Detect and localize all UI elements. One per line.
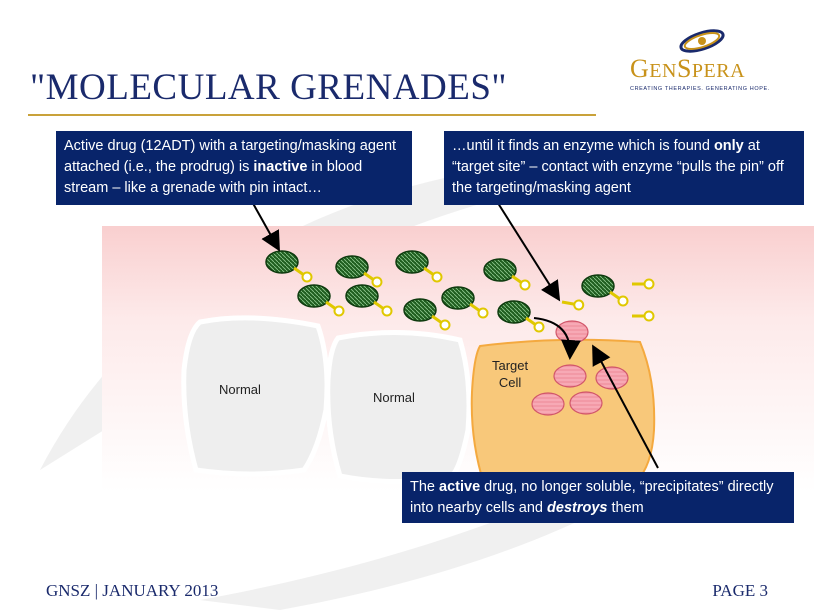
- emphasis-active: active: [439, 479, 481, 495]
- active-drug-callout: The active drug, no longer soluble, “pre…: [402, 472, 794, 523]
- atom-orbit-icon: [679, 29, 725, 53]
- emphasis-only: only: [713, 138, 744, 154]
- emphasis-inactive: inactive: [253, 159, 308, 175]
- arrow-precipitate: [533, 317, 581, 360]
- page-number: PAGE 3: [712, 581, 768, 600]
- slide-title: "MOLECULAR GRENADES": [30, 67, 508, 108]
- arrow-prodrug: [249, 197, 280, 252]
- enzyme-2: [595, 366, 629, 390]
- logo-wordmark: GENSPERA: [630, 54, 746, 83]
- title-underline: [28, 114, 596, 116]
- enzyme-1: [553, 364, 587, 388]
- normal-cell-1-label: Normal: [219, 382, 261, 397]
- normal-cell-2: [325, 330, 472, 485]
- logo-tagline: CREATING THERAPIES. GENERATING HOPE.: [630, 86, 770, 92]
- target-cell-label: Target Cell: [492, 358, 529, 390]
- enzyme-surface: [555, 320, 589, 344]
- footer-date: GNSZ | JANUARY 2013: [46, 581, 219, 600]
- enzyme-3: [531, 392, 565, 416]
- arrow-enzyme: [495, 199, 561, 302]
- normal-cell-2-label: Normal: [373, 390, 415, 405]
- normal-cell-1: [181, 315, 330, 477]
- prodrug-callout: Active drug (12ADT) with a targeting/mas…: [56, 131, 412, 205]
- emphasis-destroys: destroys: [547, 500, 608, 516]
- genspera-logo: GENSPERA CREATING THERAPIES. GENERATING …: [626, 24, 769, 96]
- enzyme-callout: …until it finds an enzyme which is found…: [444, 131, 804, 205]
- arrow-active: [592, 344, 659, 469]
- enzyme-4: [569, 391, 603, 415]
